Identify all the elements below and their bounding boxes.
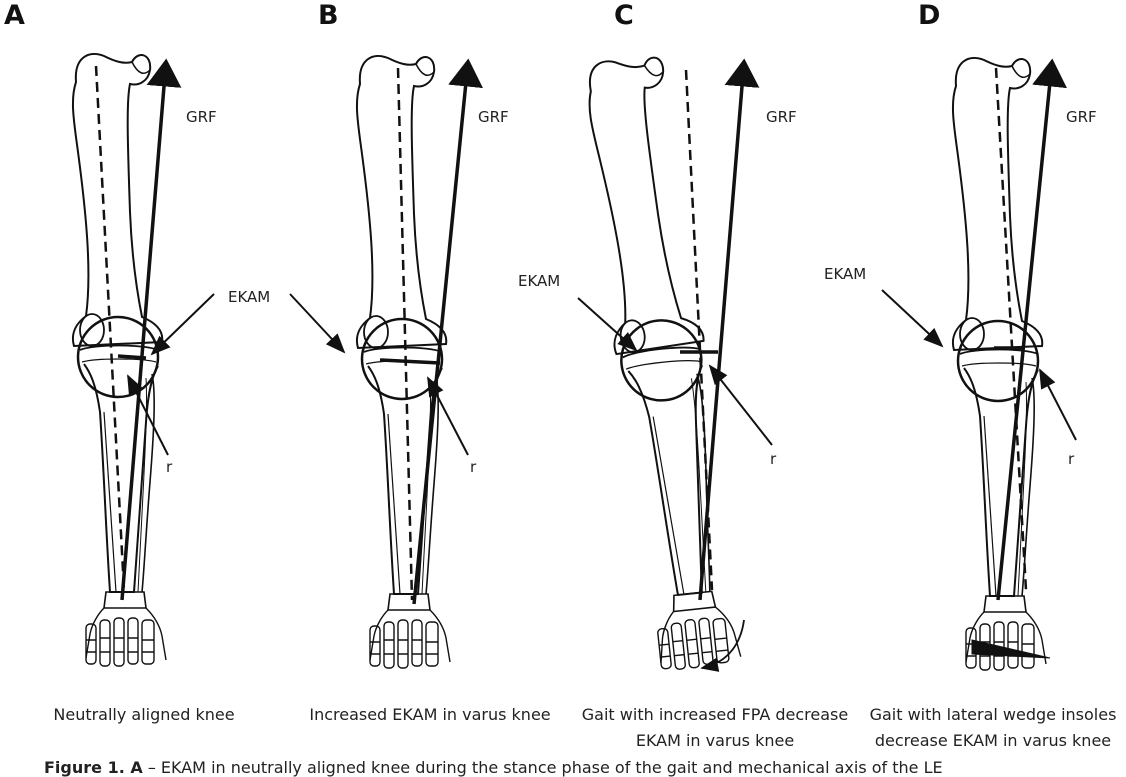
- r-arrow-a: [127, 374, 169, 456]
- ekam-label-c: EKAM: [518, 272, 561, 290]
- leg-skeleton-a: [71, 52, 168, 668]
- grf-label-c: GRF: [766, 108, 797, 126]
- panel-d: [881, 56, 1077, 672]
- caption-b-line-1: Increased EKAM in varus knee: [309, 705, 551, 724]
- r-label-c: r: [770, 450, 777, 468]
- panel-letter-d: D: [918, 0, 941, 31]
- figure-note: Figure 1. A – EKAM in neutrally aligned …: [44, 758, 1124, 777]
- caption-d-line-2: decrease EKAM in varus knee: [874, 731, 1112, 750]
- ekam-label-d: EKAM: [824, 265, 867, 283]
- lateral-wedge-insole: [971, 639, 1051, 659]
- ekam-arrow-a: [150, 293, 215, 356]
- panel-letter-c: C: [614, 0, 634, 31]
- grf-arrow-c: [698, 58, 760, 601]
- ekam-arrow-b: [289, 293, 346, 354]
- ekam-arrow-d: [881, 289, 944, 348]
- panel-c: [577, 52, 773, 674]
- panel-b: [289, 54, 483, 670]
- grf-arrow-d: [996, 58, 1067, 601]
- r-arrow-b: [427, 376, 469, 456]
- figure-note-text: – EKAM in neutrally aligned knee during …: [142, 758, 943, 777]
- caption-d: Gait with lateral wedge insoles decrease…: [860, 702, 1126, 754]
- r-arrow-d: [1039, 368, 1077, 441]
- caption-a: Neutrally aligned knee: [14, 702, 274, 728]
- grf-label-a: GRF: [186, 108, 217, 126]
- r-label-a: r: [166, 458, 173, 476]
- caption-c-line-2: EKAM in varus knee: [635, 731, 795, 750]
- caption-d-line-1: Gait with lateral wedge insoles: [869, 705, 1117, 724]
- grf-label-b: GRF: [478, 108, 509, 126]
- ekam-label-a: EKAM: [228, 288, 271, 306]
- moment-arm-a: [117, 354, 147, 360]
- mechanical-axis-d: [994, 67, 1028, 591]
- grf-arrow-b: [412, 58, 483, 605]
- caption-c: Gait with increased FPA decrease EKAM in…: [570, 702, 860, 754]
- caption-a-line-1: Neutrally aligned knee: [53, 705, 235, 724]
- caption-b: Increased EKAM in varus knee: [290, 702, 570, 728]
- mechanical-axis-b: [396, 67, 414, 601]
- r-arrow-c: [708, 364, 773, 446]
- r-label-b: r: [470, 458, 477, 476]
- panel-letter-b: B: [318, 0, 339, 31]
- moment-arm-b: [379, 358, 441, 365]
- panel-a: [71, 52, 215, 668]
- ekam-arrow-c: [577, 297, 638, 352]
- grf-arrow-a: [120, 58, 182, 601]
- mechanical-axis-a: [94, 65, 126, 591]
- foot-rotation-arrow: [700, 619, 745, 672]
- grf-label-d: GRF: [1066, 108, 1097, 126]
- caption-c-line-1: Gait with increased FPA decrease: [581, 705, 849, 724]
- r-label-d: r: [1068, 450, 1075, 468]
- figure-note-label: Figure 1. A: [44, 758, 143, 777]
- panel-letter-a: A: [4, 0, 25, 31]
